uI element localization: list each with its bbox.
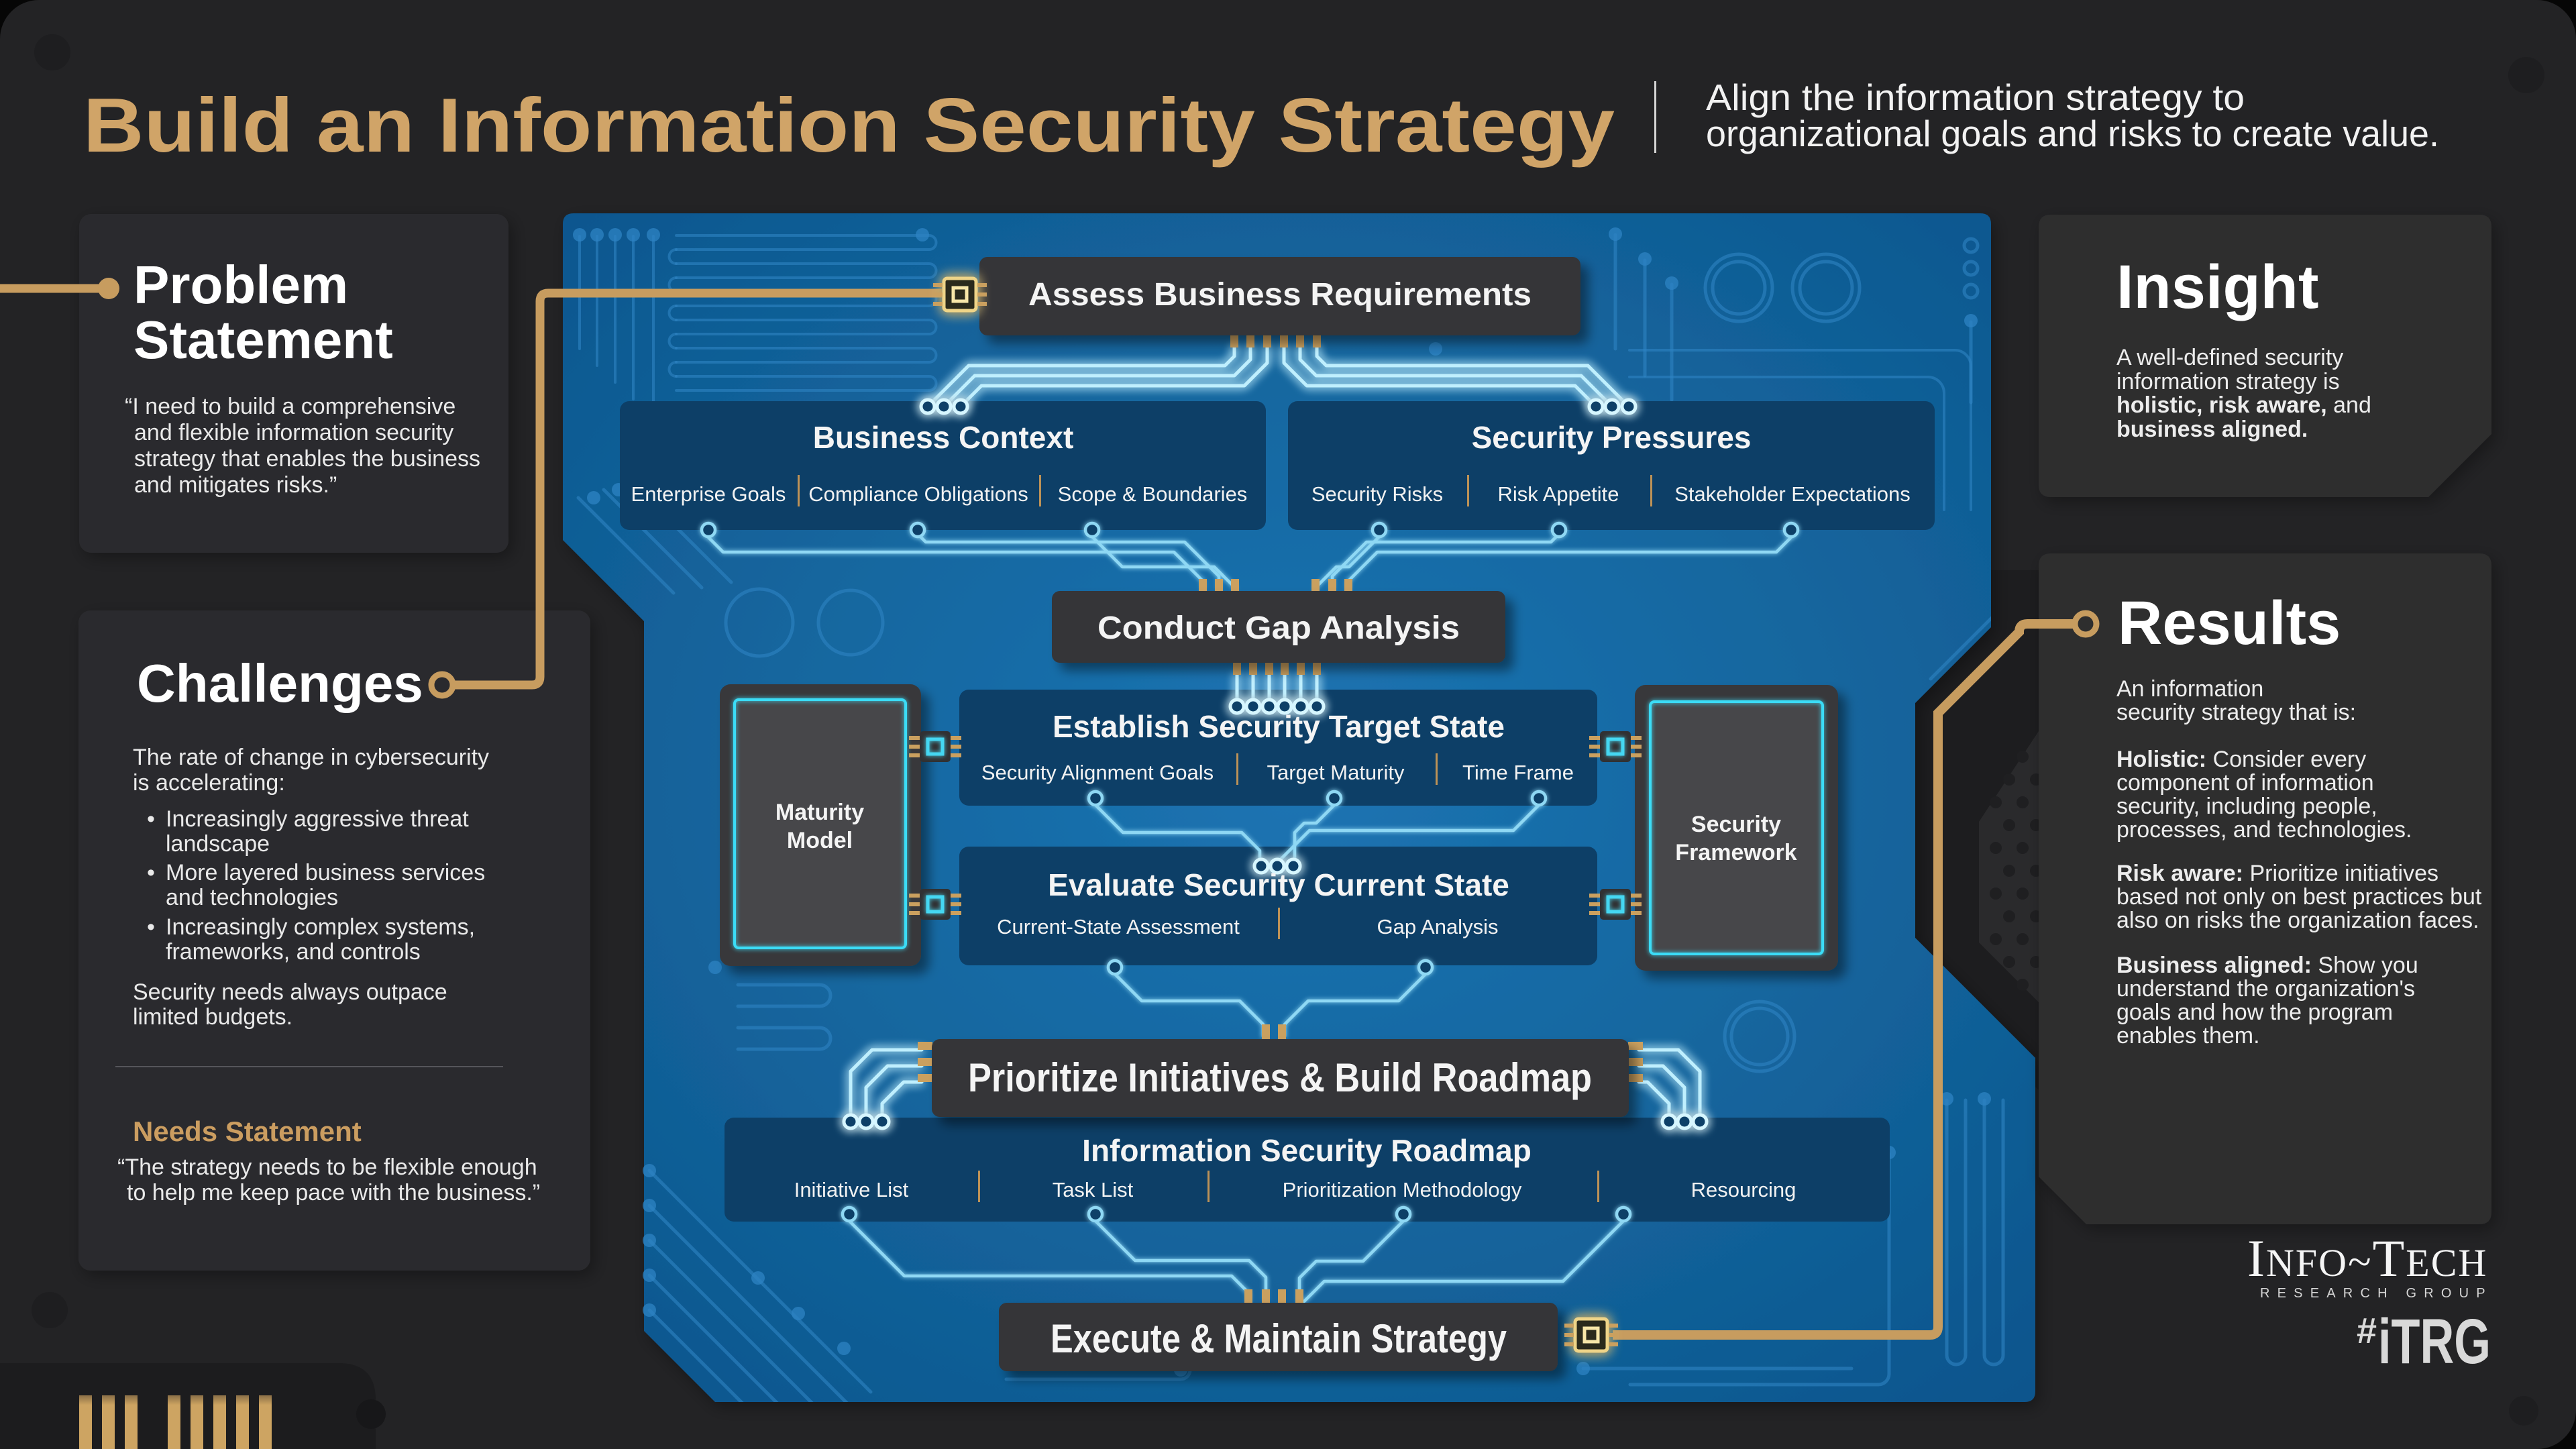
svg-text:Security needs always outpace: Security needs always outpace	[133, 979, 447, 1005]
svg-text:•: •	[147, 806, 155, 832]
svg-text:Problem: Problem	[133, 255, 348, 315]
svg-text:“I need to build a comprehensi: “I need to build a comprehensive	[125, 394, 455, 419]
svg-text:organizational goals and risks: organizational goals and risks to create…	[1706, 113, 2439, 154]
svg-text:Prioritize Initiatives & Build: Prioritize Initiatives & Build Roadmap	[968, 1055, 1592, 1100]
svg-text:#: #	[2357, 1311, 2377, 1351]
svg-text:limited budgets.: limited budgets.	[133, 1004, 292, 1030]
svg-text:strategy that enables the busi: strategy that enables the business	[134, 446, 480, 472]
svg-text:Task List: Task List	[1053, 1178, 1134, 1201]
svg-text:Resourcing: Resourcing	[1691, 1178, 1796, 1201]
svg-text:and technologies: and technologies	[166, 885, 338, 910]
svg-text:Holistic: Consider every: Holistic: Consider every	[2116, 747, 2366, 772]
svg-text:holistic, risk aware, and: holistic, risk aware, and	[2116, 392, 2371, 418]
svg-text:security, including people,: security, including people,	[2116, 794, 2377, 819]
svg-text:Increasingly aggressive threat: Increasingly aggressive threat	[166, 806, 469, 832]
svg-text:Challenges: Challenges	[137, 653, 423, 713]
svg-text:Scope & Boundaries: Scope & Boundaries	[1058, 482, 1248, 506]
svg-text:Risk aware: Prioritize initiat: Risk aware: Prioritize initiatives	[2116, 861, 2438, 886]
svg-text:Insight: Insight	[2116, 253, 2319, 321]
svg-text:processes, and technologies.: processes, and technologies.	[2116, 817, 2412, 843]
svg-text:Target Maturity: Target Maturity	[1267, 761, 1405, 784]
svg-text:INFO~TECH: INFO~TECH	[2247, 1229, 2487, 1287]
svg-text:Framework: Framework	[1675, 840, 1796, 865]
svg-text:Security Alignment Goals: Security Alignment Goals	[981, 761, 1214, 784]
svg-text:Business aligned: Show you: Business aligned: Show you	[2116, 953, 2418, 978]
svg-text:to help me keep pace with the: to help me keep pace with the business.”	[127, 1180, 540, 1205]
svg-text:Gap Analysis: Gap Analysis	[1377, 915, 1499, 938]
svg-text:Enterprise Goals: Enterprise Goals	[631, 482, 786, 506]
svg-text:based not only on best practic: based not only on best practices but	[2116, 884, 2482, 910]
svg-text:Establish Security Target Stat: Establish Security Target State	[1053, 709, 1505, 744]
svg-text:Assess Business Requirements: Assess Business Requirements	[1028, 277, 1532, 313]
svg-text:Time Frame: Time Frame	[1462, 761, 1574, 784]
svg-text:frameworks, and controls: frameworks, and controls	[166, 939, 421, 965]
svg-text:information strategy is: information strategy is	[2116, 369, 2340, 394]
svg-text:understand the organization's: understand the organization's	[2116, 976, 2415, 1002]
svg-text:The rate of change in cybersec: The rate of change in cybersecurity	[133, 745, 489, 770]
svg-text:enables them.: enables them.	[2116, 1023, 2260, 1049]
svg-text:RESEARCH GROUP: RESEARCH GROUP	[2260, 1286, 2493, 1301]
svg-text:Security Risks: Security Risks	[1311, 482, 1443, 506]
svg-text:A well-defined security: A well-defined security	[2116, 345, 2343, 370]
svg-text:Results: Results	[2118, 589, 2341, 657]
svg-text:Risk Appetite: Risk Appetite	[1498, 482, 1619, 506]
svg-text:Execute & Maintain Strategy: Execute & Maintain Strategy	[1051, 1316, 1507, 1361]
svg-text:•: •	[147, 860, 155, 885]
svg-text:More layered business services: More layered business services	[166, 860, 485, 885]
svg-text:and mitigates risks.”: and mitigates risks.”	[134, 472, 337, 498]
svg-text:goals and how the program: goals and how the program	[2116, 1000, 2393, 1025]
svg-text:Security Pressures: Security Pressures	[1472, 420, 1752, 455]
svg-text:security strategy that is:: security strategy that is:	[2116, 700, 2356, 725]
svg-text:business aligned.: business aligned.	[2116, 417, 2308, 442]
svg-text:and flexible information secur: and flexible information security	[134, 420, 453, 445]
svg-text:component of information: component of information	[2116, 770, 2374, 796]
svg-text:•: •	[147, 914, 155, 940]
svg-text:An information: An information	[2116, 676, 2263, 702]
svg-text:Current-State Assessment: Current-State Assessment	[997, 915, 1240, 938]
svg-text:Initiative List: Initiative List	[794, 1178, 909, 1201]
svg-text:Business Context: Business Context	[813, 420, 1074, 455]
svg-text:Model: Model	[787, 828, 853, 853]
svg-text:Security: Security	[1691, 812, 1781, 837]
svg-text:Prioritization Methodology: Prioritization Methodology	[1283, 1178, 1522, 1201]
svg-text:landscape: landscape	[166, 831, 270, 857]
svg-text:Conduct Gap Analysis: Conduct Gap Analysis	[1097, 610, 1460, 646]
svg-text:Needs Statement: Needs Statement	[133, 1116, 362, 1147]
svg-text:Information Security Roadmap: Information Security Roadmap	[1082, 1133, 1532, 1168]
svg-text:Statement: Statement	[133, 310, 393, 370]
svg-text:Evaluate Security Current Stat: Evaluate Security Current State	[1048, 867, 1509, 902]
svg-text:Align the information strategy: Align the information strategy to	[1706, 76, 2245, 118]
svg-text:“The strategy needs to be flex: “The strategy needs to be flexible enoug…	[117, 1155, 537, 1180]
svg-text:is accelerating:: is accelerating:	[133, 770, 285, 796]
svg-text:Increasingly complex systems,: Increasingly complex systems,	[166, 914, 475, 940]
svg-text:Compliance Obligations: Compliance Obligations	[808, 482, 1028, 506]
svg-text:iTRG: iTRG	[2378, 1306, 2491, 1377]
svg-text:Build an Information Security: Build an Information Security Strategy	[83, 83, 1615, 168]
svg-text:also on risks the organization: also on risks the organization faces.	[2116, 908, 2479, 933]
svg-text:Stakeholder Expectations: Stakeholder Expectations	[1674, 482, 1911, 506]
svg-text:Maturity: Maturity	[775, 800, 864, 825]
